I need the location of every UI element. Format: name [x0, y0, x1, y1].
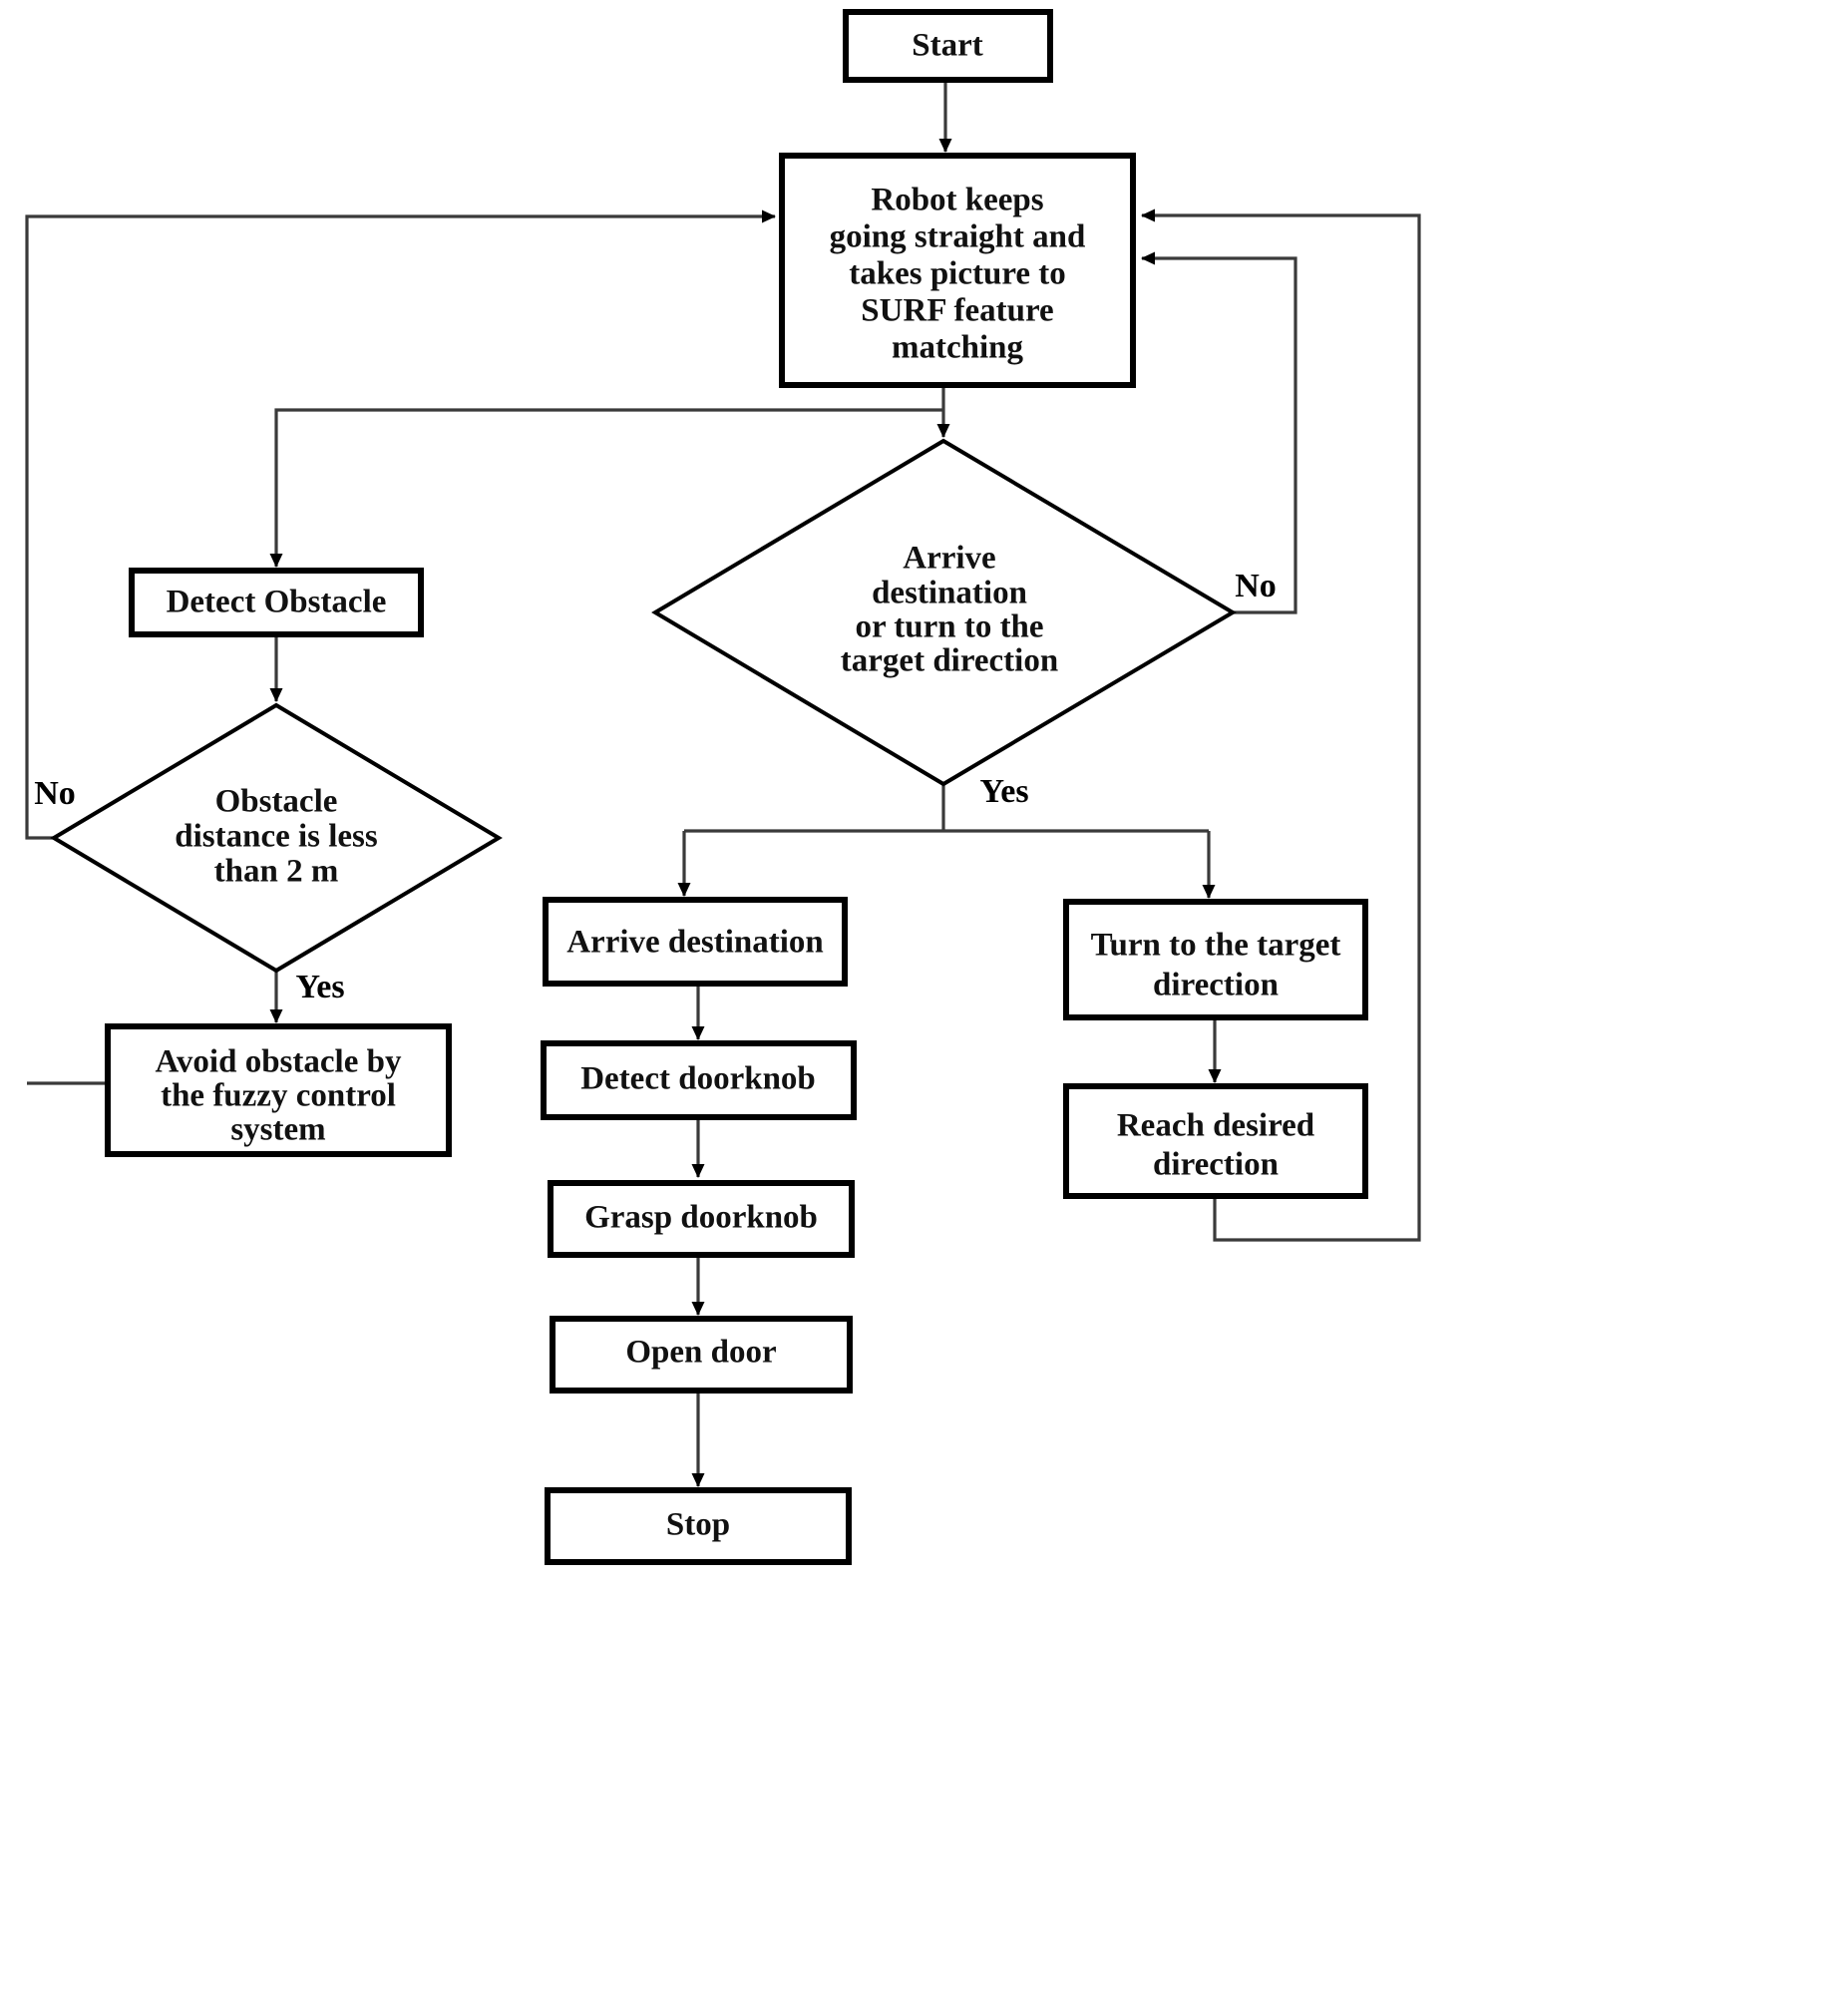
- node-arrive-destination[interactable]: Arrive destination: [543, 897, 848, 987]
- edge-label-obstacle-yes: Yes: [295, 969, 344, 1005]
- edge-obstacle-no-to-robot: [25, 209, 776, 840]
- node-start[interactable]: Start: [843, 9, 1053, 83]
- node-arrive-decision[interactable]: Arrive destination or turn to the target…: [651, 438, 1237, 787]
- node-arrive-decision-line1: Arrive: [903, 541, 995, 577]
- edge-label-arrive-no: No: [1235, 568, 1277, 604]
- node-avoid-obstacle[interactable]: Avoid obstacle by the fuzzy control syst…: [105, 1023, 452, 1157]
- node-robot-straight-line3: takes picture to: [849, 256, 1066, 292]
- node-turn-target[interactable]: Turn to the target direction: [1063, 899, 1368, 1020]
- node-open-door-label: Open door: [625, 1335, 776, 1371]
- node-grasp-doorknob-label: Grasp doorknob: [584, 1200, 818, 1236]
- node-obstacle-decision-line3: than 2 m: [214, 854, 339, 890]
- node-avoid-obstacle-line1: Avoid obstacle by: [156, 1044, 402, 1080]
- node-robot-straight-line5: matching: [892, 330, 1024, 366]
- edge-label-arrive-yes: Yes: [979, 773, 1028, 810]
- node-detect-doorknob-label: Detect doorknob: [580, 1061, 816, 1097]
- node-arrive-decision-line2: destination: [872, 576, 1027, 611]
- node-stop-label: Stop: [666, 1507, 730, 1543]
- edge-reach-desired-to-robot: [1141, 208, 1421, 1242]
- node-arrive-destination-label: Arrive destination: [566, 925, 824, 961]
- node-open-door[interactable]: Open door: [550, 1316, 853, 1394]
- node-robot-straight[interactable]: Robot keeps going straight and takes pic…: [779, 153, 1136, 388]
- node-reach-desired-line1: Reach desired: [1117, 1108, 1314, 1144]
- node-reach-desired-line2: direction: [1153, 1147, 1279, 1183]
- node-obstacle-decision[interactable]: Obstacle distance is less than 2 m: [50, 702, 503, 974]
- node-detect-obstacle[interactable]: Detect Obstacle: [129, 568, 424, 637]
- node-robot-straight-line4: SURF feature: [861, 293, 1053, 329]
- node-turn-target-line2: direction: [1153, 968, 1279, 1003]
- edge-arrive-decision-no-to-robot: [1141, 251, 1297, 614]
- node-grasp-doorknob[interactable]: Grasp doorknob: [548, 1180, 855, 1258]
- node-arrive-decision-line3: or turn to the: [855, 609, 1043, 645]
- node-turn-target-line1: Turn to the target: [1091, 928, 1341, 964]
- node-reach-desired[interactable]: Reach desired direction: [1063, 1083, 1368, 1199]
- node-robot-straight-line2: going straight and: [830, 219, 1086, 255]
- node-detect-doorknob[interactable]: Detect doorknob: [541, 1040, 857, 1120]
- node-start-label: Start: [912, 28, 982, 64]
- node-obstacle-decision-line2: distance is less: [175, 819, 378, 855]
- node-avoid-obstacle-line2: the fuzzy control: [161, 1078, 396, 1114]
- node-avoid-obstacle-line3: system: [230, 1112, 325, 1148]
- node-obstacle-decision-line1: Obstacle: [215, 784, 338, 820]
- node-stop[interactable]: Stop: [545, 1487, 852, 1565]
- node-detect-obstacle-label: Detect Obstacle: [167, 585, 387, 620]
- edge-robot-to-detect-obstacle: [269, 408, 943, 568]
- edge-label-obstacle-no: No: [34, 775, 76, 812]
- node-robot-straight-line1: Robot keeps: [871, 183, 1043, 218]
- node-arrive-decision-line4: target direction: [841, 643, 1058, 679]
